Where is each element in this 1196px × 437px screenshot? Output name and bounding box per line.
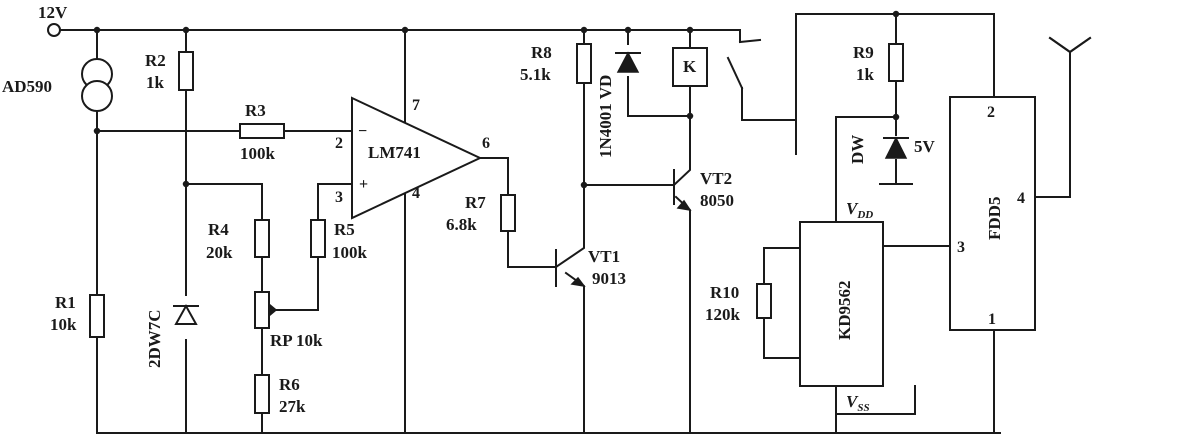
r1-val: 10k [50, 315, 77, 334]
r7-ref: R7 [465, 193, 486, 212]
r6-ref: R6 [279, 375, 300, 394]
opamp-pin-7: 7 [412, 97, 420, 114]
vt2-ref: VT2 [700, 169, 732, 188]
zener1-label: 2DW7C [145, 309, 164, 368]
r5-val: 100k [332, 243, 368, 262]
rp-wiper-arrow [269, 303, 278, 317]
junction [580, 181, 588, 189]
junction [686, 26, 694, 34]
junction [93, 127, 101, 135]
r10-val: 120k [705, 305, 741, 324]
dw-val: 5V [914, 137, 936, 156]
ic-fdd5 [949, 96, 1036, 331]
fdd5-pin-4: 4 [1017, 190, 1025, 207]
r6-val: 27k [279, 397, 306, 416]
r8-val: 5.1k [520, 65, 551, 84]
r5-ref: R5 [334, 220, 355, 239]
potentiometer-rp [254, 291, 270, 329]
vdd-label: VDD [846, 199, 873, 221]
resistor-r1 [89, 294, 105, 338]
opamp-pin-4: 4 [412, 185, 420, 202]
r3-ref: R3 [245, 101, 266, 120]
r7-val: 6.8k [446, 215, 477, 234]
relay-label: K [683, 57, 697, 76]
rp-label: RP 10k [270, 331, 323, 350]
zener-diode-dw [883, 136, 909, 159]
zener-diode-2dw7c [173, 303, 199, 325]
r3-val: 100k [240, 144, 276, 163]
r4-ref: R4 [208, 220, 229, 239]
opamp-label: LM741 [368, 143, 421, 162]
opamp-plus-symbol: + [359, 176, 368, 193]
r2-ref: R2 [145, 51, 166, 70]
fdd5-pin-3: 3 [957, 239, 965, 256]
fdd5-pin-1: 1 [988, 311, 996, 328]
r9-val: 1k [856, 65, 875, 84]
diode-vd [615, 51, 641, 73]
resistor-r9 [888, 43, 904, 82]
junction [892, 113, 900, 121]
resistor-r2 [178, 51, 194, 91]
resistor-r3 [239, 123, 285, 139]
r4-val: 20k [206, 243, 233, 262]
r2-val: 1k [146, 73, 165, 92]
ad590-label: AD590 [2, 77, 52, 96]
r8-ref: R8 [531, 43, 552, 62]
r1-ref: R1 [55, 293, 76, 312]
resistor-r7 [500, 194, 516, 232]
supply-label: 12V [38, 3, 68, 22]
r9-ref: R9 [853, 43, 874, 62]
opamp-pin-3: 3 [335, 189, 343, 206]
diode-vd-label: 1N4001 VD [596, 75, 615, 158]
opamp-minus-symbol: − [358, 123, 367, 140]
r10-ref: R10 [710, 283, 739, 302]
supply-terminal [47, 23, 61, 37]
vt2-val: 8050 [700, 191, 734, 210]
vss-label: VSS [846, 392, 870, 414]
opamp-pin-6: 6 [482, 135, 490, 152]
relay-coil-k [672, 47, 708, 87]
antenna-icon [1048, 36, 1092, 54]
ic-kd9562 [799, 221, 884, 387]
resistor-r6 [254, 374, 270, 414]
vt1-val: 9013 [592, 269, 626, 288]
junction [182, 26, 190, 34]
opamp-lm741 [351, 96, 483, 220]
fdd5-label: FDD5 [985, 197, 1004, 240]
junction [182, 180, 190, 188]
ad590-current-source [81, 58, 113, 112]
kd9562-label: KD9562 [835, 281, 854, 341]
resistor-r8 [576, 43, 592, 84]
resistor-r5 [310, 219, 326, 258]
transistor-vt1 [555, 249, 586, 288]
dw-ref: DW [848, 135, 867, 164]
junction [580, 26, 588, 34]
junction [624, 26, 632, 34]
opamp-pin-2: 2 [335, 135, 343, 152]
junction [686, 112, 694, 120]
resistor-r4 [254, 219, 270, 258]
transistor-vt2 [673, 169, 692, 212]
resistor-r10 [756, 283, 772, 319]
vt1-ref: VT1 [588, 247, 620, 266]
junctions [93, 10, 900, 189]
junction [93, 26, 101, 34]
junction [401, 26, 409, 34]
fdd5-pin-2: 2 [987, 104, 995, 121]
junction [892, 10, 900, 18]
